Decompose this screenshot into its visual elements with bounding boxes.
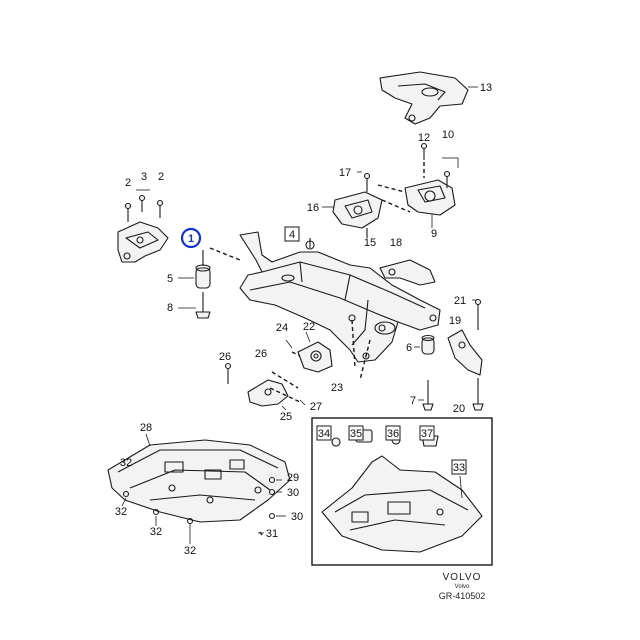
callout-7: 7 <box>410 395 416 407</box>
bracket-25 <box>224 362 289 407</box>
callout-2b: 2 <box>158 171 164 183</box>
callout-10: 10 <box>442 129 454 141</box>
callout-6: 6 <box>406 342 412 354</box>
callout-28: 28 <box>140 422 152 434</box>
inset-frame <box>311 417 493 566</box>
callout-35: 35 <box>350 428 362 440</box>
callout-20: 20 <box>453 403 465 415</box>
callout-22: 22 <box>303 321 315 333</box>
callout-box-37 <box>419 425 435 441</box>
callout-24: 24 <box>276 322 288 334</box>
callout-25: 25 <box>280 411 292 423</box>
bracket-19 <box>447 298 484 411</box>
callout-13: 13 <box>480 82 492 94</box>
callout-box-33 <box>451 459 467 475</box>
callout-33: 33 <box>453 462 465 474</box>
bushing-5 <box>195 250 211 289</box>
callout-12: 12 <box>418 132 430 144</box>
callout-21: 21 <box>454 295 466 307</box>
inset-splash-shield-33 <box>321 455 483 553</box>
brand-sub: Volvo <box>455 584 470 590</box>
callout-15: 15 <box>364 237 376 249</box>
bolt-7 <box>422 380 434 411</box>
brand-logo: VOLVO <box>443 572 482 583</box>
callout-32a: 32 <box>120 457 132 469</box>
callout-17: 17 <box>339 167 351 179</box>
callout-30a: 30 <box>287 487 299 499</box>
callout-box-4 <box>284 226 300 242</box>
callout-1[interactable]: 1 <box>188 233 194 245</box>
callout-circle-1-highlight[interactable] <box>180 227 202 249</box>
callout-26b: 26 <box>255 348 267 360</box>
callout-30b: 30 <box>291 511 303 523</box>
bracket-1 <box>117 194 169 263</box>
splash-shield-28 <box>107 439 291 525</box>
callout-26a: 26 <box>219 351 231 363</box>
link-22 <box>297 341 333 373</box>
callout-9: 9 <box>431 228 437 240</box>
callout-32c: 32 <box>150 526 162 538</box>
callout-5: 5 <box>167 273 173 285</box>
callout-31: 31 <box>266 528 278 540</box>
subframe-4 <box>239 231 441 363</box>
callout-8: 8 <box>167 302 173 314</box>
callout-2a: 2 <box>125 177 131 189</box>
callout-3: 3 <box>141 171 147 183</box>
bolt-8 <box>195 292 211 319</box>
callout-19: 19 <box>449 315 461 327</box>
callout-16: 16 <box>307 202 319 214</box>
bushing-6 <box>421 334 435 355</box>
callout-box-35 <box>348 425 364 441</box>
callout-37: 37 <box>421 428 433 440</box>
callout-29: 29 <box>287 472 299 484</box>
callout-32d: 32 <box>184 545 196 557</box>
mount-15 <box>332 172 383 238</box>
figure-reference: GR-410502 <box>439 591 486 601</box>
screw-12 <box>420 142 428 178</box>
bracket-18 <box>379 259 436 286</box>
callout-4: 4 <box>289 229 295 241</box>
callout-box-36 <box>385 425 401 441</box>
callout-18: 18 <box>390 237 402 249</box>
bracket-13 <box>379 71 469 125</box>
callout-box-34 <box>316 425 332 441</box>
callout-23: 23 <box>331 382 343 394</box>
mount-9 <box>404 170 456 216</box>
callout-36: 36 <box>387 428 399 440</box>
callout-32b: 32 <box>115 506 127 518</box>
callout-34: 34 <box>318 428 330 440</box>
callout-27: 27 <box>310 401 322 413</box>
